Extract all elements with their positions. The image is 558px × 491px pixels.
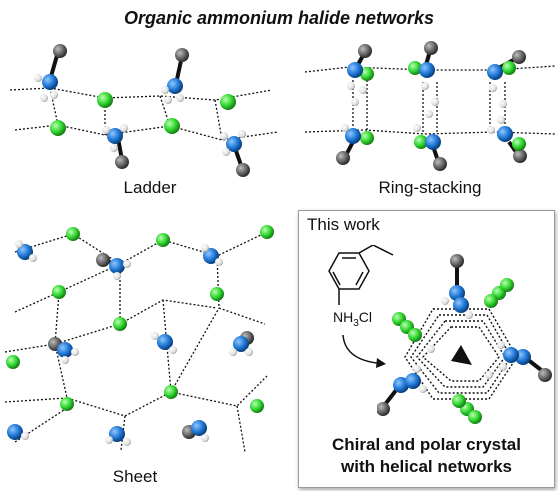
caption-line-1: Chiral and polar crystal (332, 435, 521, 454)
hydrogen-atoms (341, 82, 507, 134)
covalent-bonds (52, 258, 254, 434)
formula-subscript: 3 (353, 317, 359, 329)
nitrogen-atoms (7, 244, 249, 442)
hydrogen-bonds (404, 308, 518, 400)
ring-stacking-diagram (304, 41, 556, 171)
molecule-structure (328, 245, 394, 305)
ammonium-formula: NH3Cl (333, 309, 372, 329)
nitrogen-atoms (393, 285, 531, 393)
this-work-title: This work (307, 215, 380, 234)
ladder-label: Ladder (123, 178, 177, 197)
sheet-diagram (4, 225, 274, 453)
hydrogen-bonds (4, 231, 268, 453)
covalent-bonds (48, 51, 244, 169)
formula-nh: NH (333, 309, 354, 325)
hydrogen-atoms (34, 74, 246, 156)
formula-cl: Cl (358, 309, 373, 325)
figure-title: Organic ammonium halide networks (123, 8, 435, 28)
chloride-atoms (360, 61, 526, 151)
chloride-atoms (392, 278, 514, 424)
chloride-atoms (50, 92, 236, 136)
hydrogen-atoms (15, 240, 253, 446)
carbon-atoms (48, 253, 254, 439)
curved-arrow-icon (342, 334, 386, 368)
caption-line-2: with helical networks (341, 457, 512, 476)
carbon-atoms (377, 254, 552, 416)
carbon-atoms (53, 44, 250, 177)
hydrogen-atoms (413, 297, 507, 393)
nitrogen-atoms (345, 62, 513, 150)
chloride-atoms (6, 225, 274, 413)
nitrogen-atoms (42, 74, 242, 152)
ring-stacking-label: Ring-stacking (378, 178, 482, 197)
carbon-atoms (336, 41, 527, 171)
sheet-label: Sheet (112, 467, 158, 486)
this-work-panel: This work NH3Cl (298, 210, 555, 488)
ladder-diagram (9, 44, 279, 177)
threefold-axis-icon (451, 345, 472, 365)
helical-network-diagram (377, 254, 552, 424)
